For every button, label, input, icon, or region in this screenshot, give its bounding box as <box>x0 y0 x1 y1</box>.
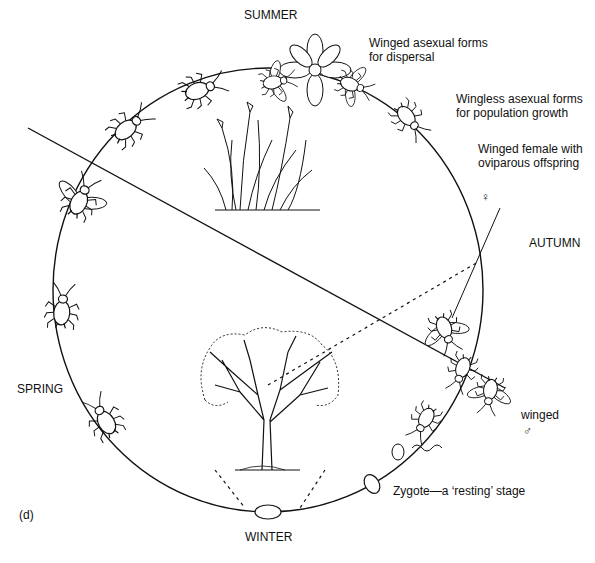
season-name: SUMMER <box>243 8 298 22</box>
ovum <box>392 444 404 460</box>
zygote-egg <box>361 472 383 496</box>
stage-note: winged <box>520 408 560 422</box>
season-name: AUTUMN <box>528 236 581 250</box>
season-name: SPRING <box>16 382 64 396</box>
aphid-figures <box>43 56 516 447</box>
sex-symbol: ♂ <box>522 424 533 438</box>
winter-egg <box>255 505 281 519</box>
panel-letter: (d) <box>18 508 35 522</box>
stage-note: Wingless asexual forms for population gr… <box>455 92 591 120</box>
stage-note: Winged asexual forms for dispersal <box>368 36 505 64</box>
dotted-divider <box>268 262 478 385</box>
grass-drawing <box>204 102 320 210</box>
stage-note: Winged female with oviparous offspring <box>477 142 591 170</box>
stage-note: Zygote—a ‘resting’ stage <box>392 484 526 498</box>
sex-symbol: ♀ <box>480 190 491 204</box>
dotted-divider <box>215 470 245 508</box>
sperm-squiggle <box>412 445 442 451</box>
cycle-ring <box>53 68 483 512</box>
leader-line <box>452 208 500 318</box>
flower-drawing <box>279 34 351 106</box>
season-name: WINTER <box>244 530 293 544</box>
host-divider <box>28 128 505 388</box>
tree-drawing <box>201 328 339 470</box>
dotted-divider <box>300 470 325 508</box>
